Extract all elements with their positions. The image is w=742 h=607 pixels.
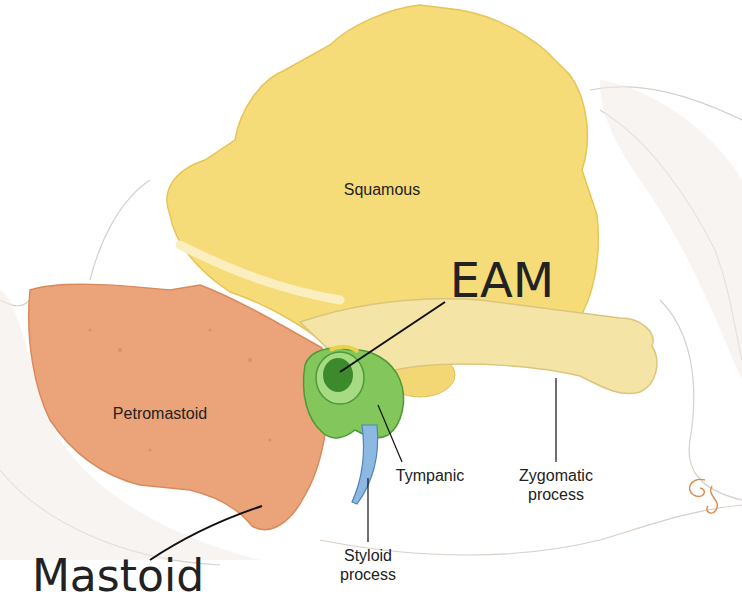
zygomatic-leader xyxy=(555,378,556,462)
petromastoid-texture xyxy=(89,329,272,452)
eam-leader xyxy=(340,302,445,372)
part-label: Styloid process xyxy=(323,546,413,584)
part-label: Squamous xyxy=(312,180,452,199)
handwritten-label: Mastoid xyxy=(8,550,228,603)
petromastoid-part xyxy=(29,284,330,529)
artist-mark xyxy=(690,479,718,513)
tympanic-rim xyxy=(330,347,358,352)
styloid-process-part xyxy=(352,425,378,504)
styloid-leader xyxy=(367,478,368,542)
eam-opening xyxy=(323,358,353,392)
tympanic-leader xyxy=(378,405,402,462)
tympanic-part xyxy=(304,348,404,438)
leader-lines xyxy=(150,302,556,560)
part-label: Tympanic xyxy=(380,466,480,485)
handwritten-label: EAM xyxy=(427,252,577,310)
part-label: Zygomatic process xyxy=(501,466,611,504)
squamous-part xyxy=(167,5,598,348)
part-label: Petromastoid xyxy=(90,404,230,423)
